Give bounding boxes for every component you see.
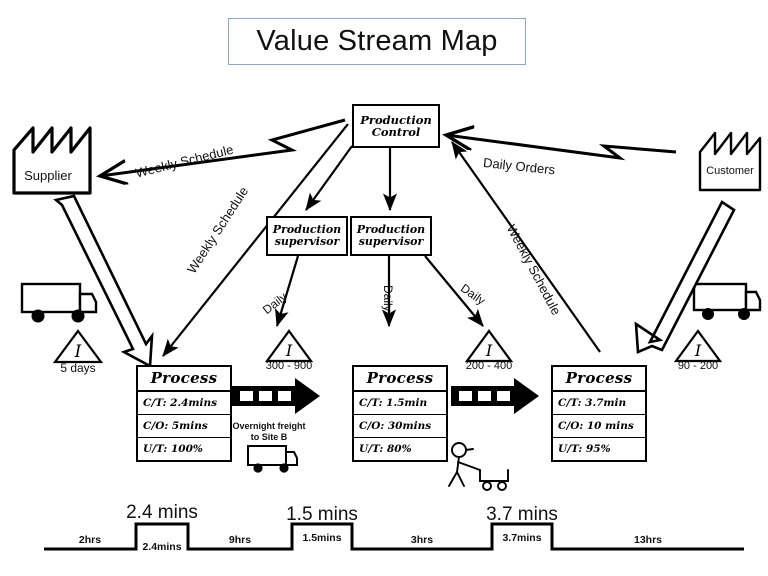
electronic-arrow-daily-orders bbox=[446, 135, 677, 161]
process-3-cycle-time: C/T: 3.7min bbox=[553, 392, 645, 415]
production-control-box: Production Control bbox=[352, 104, 440, 148]
inventory-value-1: 300 - 900 bbox=[265, 360, 313, 372]
timeline-callout-1: 1.5 mins bbox=[286, 504, 358, 525]
timeline-valueadded-0: 2.4mins bbox=[142, 541, 182, 553]
svg-text:I: I bbox=[285, 341, 293, 360]
timeline-valueadded-1: 1.5mins bbox=[302, 532, 342, 544]
timeline-leadtime-0: 2hrs bbox=[78, 534, 102, 546]
supervisor-1-line2: supervisor bbox=[274, 235, 340, 248]
process-3-title: Process bbox=[553, 367, 645, 392]
electronic-arrow-weekly-schedule-supplier bbox=[100, 118, 346, 176]
flow-label-daily-2: Daily bbox=[381, 285, 395, 312]
supplier-factory-icon bbox=[12, 126, 92, 195]
timeline-valueadded-2: 3.7mins bbox=[502, 532, 542, 544]
process-2-changeover: C/O: 30mins bbox=[354, 415, 446, 438]
supplier-label: Supplier bbox=[24, 168, 72, 183]
process-2-cycle-time: C/T: 1.5min bbox=[354, 392, 446, 415]
inventory-value-2: 200 - 400 bbox=[465, 360, 513, 372]
supervisor-1-line1: Production bbox=[272, 223, 342, 237]
inventory-triangle-0: I bbox=[52, 329, 104, 364]
page-title-box: Value Stream Map bbox=[228, 18, 526, 65]
outbound-truck-icon bbox=[692, 282, 762, 320]
inventory-triangle-2: I bbox=[464, 329, 514, 363]
inventory-value-0: 5 days bbox=[60, 361, 96, 375]
process-3-changeover: C/O: 10 mins bbox=[553, 415, 645, 438]
operator-with-cart-icon bbox=[448, 442, 509, 491]
overnight-freight-truck-icon bbox=[247, 445, 298, 473]
svg-text:I: I bbox=[74, 342, 82, 362]
page-title: Value Stream Map bbox=[256, 25, 498, 57]
inventory-triangle-1: I bbox=[264, 329, 314, 363]
process-1-changeover: C/O: 5mins bbox=[138, 415, 230, 438]
process-1-title: Process bbox=[138, 367, 230, 392]
manual-arrow-supervisor1-daily bbox=[274, 255, 300, 328]
timeline-callout-0: 2.4 mins bbox=[126, 502, 198, 523]
production-control-line1: Production bbox=[360, 112, 432, 127]
timeline-leadtime-2: 3hrs bbox=[410, 534, 434, 546]
timeline-callout-2: 3.7 mins bbox=[486, 504, 558, 525]
process-1-uptime: U/T: 100% bbox=[143, 443, 203, 455]
process-2-title: Process bbox=[354, 367, 446, 392]
process-3-uptime: U/T: 95% bbox=[558, 443, 611, 455]
process-box-1: Process C/T: 2.4mins C/O: 5mins U/T: 100… bbox=[136, 365, 232, 462]
production-supervisor-box-2: Production supervisor bbox=[350, 216, 432, 256]
supervisor-2-line1: Production bbox=[356, 223, 426, 237]
inbound-truck-icon bbox=[20, 282, 98, 323]
timeline-leadtime-3: 13hrs bbox=[633, 534, 663, 546]
manual-arrow-weekly-schedule-process1 bbox=[162, 123, 349, 357]
process-box-3: Process C/T: 3.7min C/O: 10 mins U/T: 95… bbox=[551, 365, 647, 462]
material-arrow-outbound-customer bbox=[634, 200, 736, 354]
production-supervisor-box-1: Production supervisor bbox=[266, 216, 348, 256]
process-2-uptime: U/T: 80% bbox=[359, 443, 412, 455]
customer-label: Customer bbox=[706, 165, 754, 177]
production-control-line2: Control bbox=[371, 125, 421, 139]
push-arrow-process2-to-process3 bbox=[451, 378, 539, 414]
manual-arrow-weekly-schedule-process3 bbox=[451, 141, 601, 353]
svg-text:I: I bbox=[485, 341, 493, 360]
process-1-cycle-time: C/T: 2.4mins bbox=[138, 392, 230, 415]
push-arrow-process1-to-process2 bbox=[232, 378, 320, 414]
inventory-value-3: 90 - 200 bbox=[677, 360, 719, 372]
process-box-2: Process C/T: 1.5min C/O: 30mins U/T: 80% bbox=[352, 365, 448, 462]
manual-arrow-control-to-supervisor1 bbox=[305, 145, 353, 211]
customer-factory-icon bbox=[698, 131, 762, 192]
svg-text:I: I bbox=[694, 341, 702, 360]
timeline-ladder bbox=[44, 522, 744, 551]
supervisor-2-line2: supervisor bbox=[358, 235, 424, 248]
overnight-freight-note: Overnight freight to Site B bbox=[232, 421, 306, 443]
inventory-triangle-3: I bbox=[673, 329, 723, 363]
manual-arrow-supervisor2-daily-3 bbox=[424, 255, 484, 327]
timeline-leadtime-1: 9hrs bbox=[228, 534, 252, 546]
